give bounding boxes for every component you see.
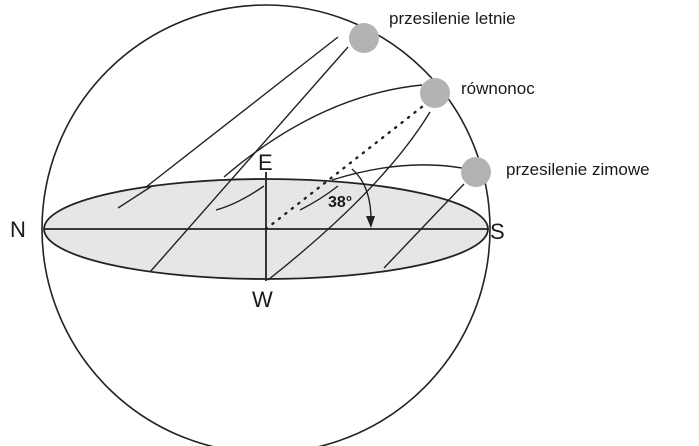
- sun-winter-solstice: [461, 157, 491, 187]
- summer-path-hidden: [117, 185, 153, 209]
- label-winter-solstice: przesilenie zimowe: [506, 160, 650, 179]
- sun-summer-solstice: [349, 23, 379, 53]
- equinox-path-back: [223, 84, 423, 178]
- summer-path-front: [149, 46, 349, 273]
- celestial-sphere: [41, 4, 491, 446]
- sun-equinox: [420, 78, 450, 108]
- label-west: W: [252, 287, 273, 312]
- altitude-dotted-line: [264, 97, 434, 231]
- label-east: E: [258, 150, 273, 175]
- label-south: S: [490, 219, 505, 244]
- winter-path-back: [331, 164, 463, 181]
- label-equinox: równonoc: [461, 79, 535, 98]
- equinox-path-hidden: [215, 185, 265, 211]
- winter-path-front: [383, 183, 465, 269]
- summer-path-back: [145, 36, 339, 188]
- label-north: N: [10, 217, 26, 242]
- angle-label: 38°: [328, 194, 352, 211]
- angle-arrowhead: [366, 216, 375, 228]
- label-summer-solstice: przesilenie letnie: [389, 9, 516, 28]
- hidden-path-segments: [117, 185, 339, 211]
- winter-path-hidden: [299, 185, 339, 211]
